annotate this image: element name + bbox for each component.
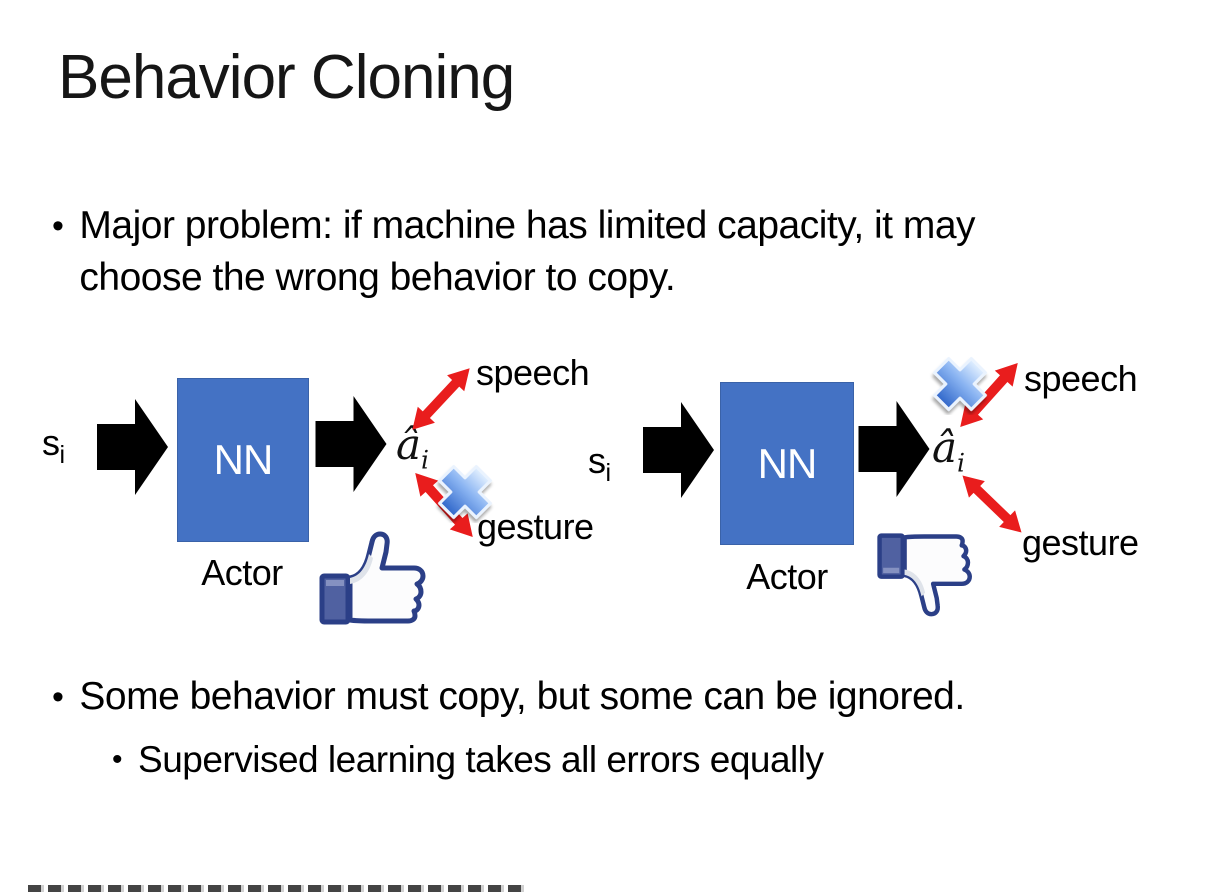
bullet-glyph: •: [112, 743, 123, 776]
left-nn-label: NN: [213, 436, 274, 483]
right-gesture-label: gesture: [1022, 522, 1139, 563]
bullet-glyph: •: [52, 678, 64, 716]
right-output-sub: i: [957, 448, 966, 478]
left-speech-double-arrow-icon: [412, 368, 470, 430]
bullet-some-behavior-text: Some behavior must copy, but some can be…: [79, 675, 965, 718]
right-output-base: â: [932, 423, 958, 472]
right-nn-label: NN: [757, 439, 818, 487]
left-output-block-arrow-icon: [315, 396, 387, 492]
slide-title: Behavior Cloning: [58, 43, 515, 112]
right-input-label: si: [588, 440, 611, 488]
thumbs-up-icon: [319, 531, 426, 625]
right-input-block-arrow-icon: [643, 402, 714, 498]
right-actor-label: Actor: [746, 556, 828, 597]
right-speech-double-arrow-icon: [960, 363, 1018, 427]
left-gesture-label: gesture: [477, 506, 594, 547]
right-speech-label: speech: [1024, 358, 1138, 399]
left-input-base: s: [42, 422, 60, 463]
sub-bullet-supervised-text: Supervised learning takes all errors equ…: [138, 739, 824, 780]
right-gesture-double-arrow-icon: [962, 475, 1022, 533]
left-input-block-arrow-icon: [97, 399, 168, 495]
bullet-glyph: •: [52, 207, 64, 245]
left-blue-cross-icon: [438, 465, 492, 519]
right-input-sub: i: [605, 459, 612, 488]
left-actor-label: Actor: [201, 552, 283, 593]
sub-bullet-supervised: • Supervised learning takes all errors e…: [112, 736, 1162, 784]
bullet-major-problem-text: Major problem: if machine has limited ca…: [79, 204, 976, 299]
right-nn-box: NN: [720, 382, 854, 545]
right-input-base: s: [588, 440, 606, 481]
left-input-sub: i: [59, 441, 66, 470]
left-nn-box: NN: [177, 378, 309, 542]
right-output-block-arrow-icon: [858, 401, 930, 497]
bullet-major-problem: • Major problem: if machine has limited …: [52, 200, 1042, 304]
clipped-text-artifact: [28, 885, 524, 892]
right-output-label: âi: [932, 423, 965, 477]
left-output-sub: i: [421, 445, 430, 475]
thumbs-down-icon: [877, 533, 972, 617]
left-speech-label: speech: [476, 352, 590, 393]
left-input-label: si: [42, 422, 65, 470]
bullet-some-behavior: • Some behavior must copy, but some can …: [52, 672, 1172, 722]
right-blue-cross-icon: [933, 357, 987, 411]
